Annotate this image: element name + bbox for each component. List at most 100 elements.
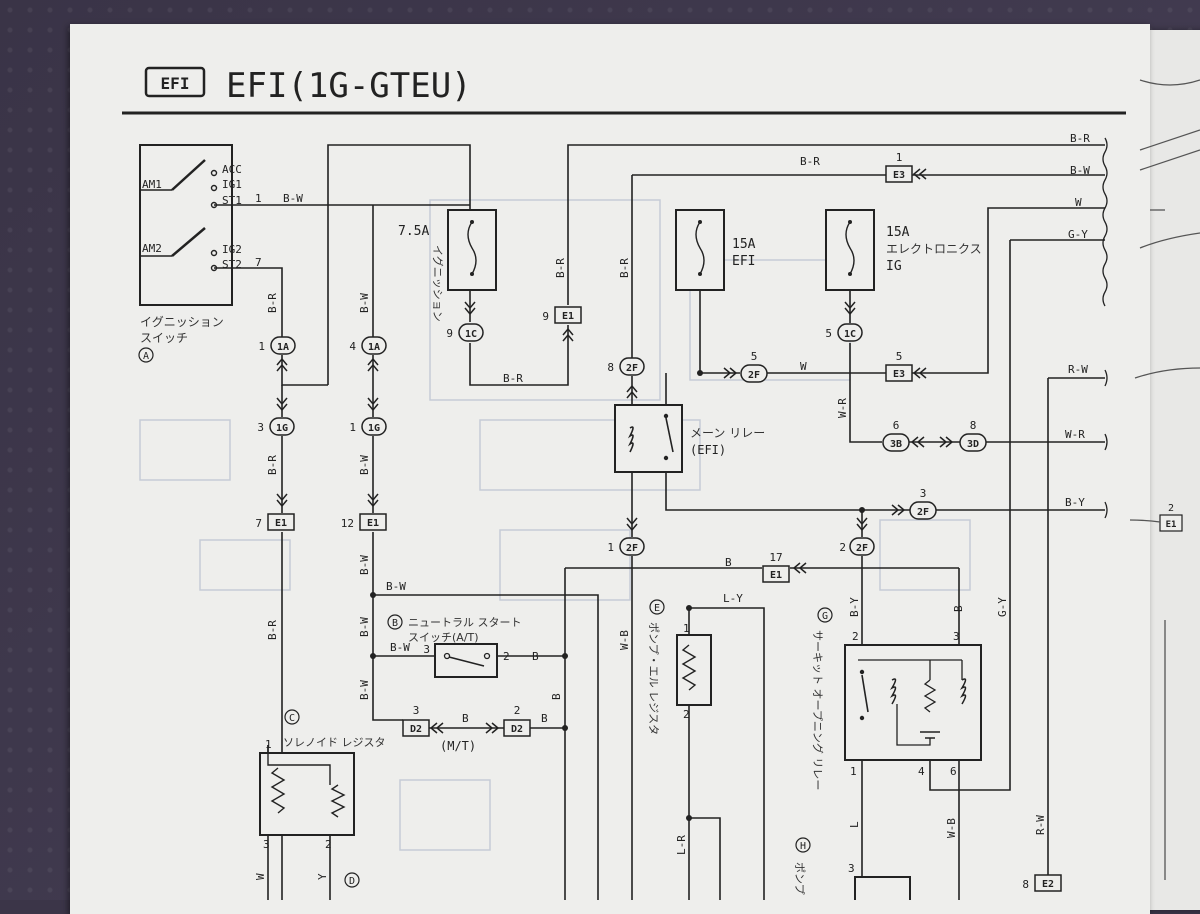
cor-pin-2: 2 bbox=[852, 630, 859, 643]
svg-text:2: 2 bbox=[1168, 503, 1174, 514]
pump-h-pin: 3 bbox=[848, 862, 855, 875]
svg-text:E3: E3 bbox=[893, 369, 905, 380]
marker-g: G bbox=[822, 611, 828, 622]
arrow-chevrons bbox=[276, 168, 954, 734]
wire-label-b-d2: B bbox=[462, 712, 469, 725]
wire-label-br-b: B-R bbox=[800, 155, 820, 168]
vlabel-wb-1: W-B bbox=[618, 630, 631, 650]
wire-label-br-c: B-R bbox=[1070, 132, 1090, 145]
svg-text:8: 8 bbox=[970, 419, 977, 432]
svg-text:2F: 2F bbox=[626, 363, 638, 374]
svg-text:3D: 3D bbox=[967, 439, 979, 450]
vlabel-br-3: B-R bbox=[266, 620, 279, 640]
marker-b: B bbox=[392, 618, 398, 629]
cor-pin-3: 3 bbox=[953, 630, 960, 643]
conn-1c-a: 1C 9 bbox=[446, 323, 484, 342]
svg-text:E3: E3 bbox=[893, 170, 905, 181]
conn-1c-b: 1C 5 bbox=[825, 323, 863, 342]
svg-text:D2: D2 bbox=[511, 724, 523, 735]
svg-text:3B: 3B bbox=[890, 439, 902, 450]
marker-c: C bbox=[289, 713, 295, 724]
term-am2: AM2 bbox=[142, 242, 162, 255]
vlabel-b-1: B bbox=[952, 605, 965, 612]
ignition-switch: AM1 ACC IG1 ST1 AM2 IG2 ST2 1 7 イグニッション … bbox=[138, 144, 262, 363]
pump-resistor: 1 2 E ポンプ・エル レジスタ bbox=[647, 599, 712, 735]
svg-text:1G: 1G bbox=[368, 423, 380, 434]
conn-1a-a: 1A 1 bbox=[258, 336, 296, 355]
svg-text:3: 3 bbox=[920, 487, 927, 500]
mt-label: (M/T) bbox=[440, 739, 476, 753]
wire-label-b-ns: B bbox=[532, 650, 539, 663]
svg-text:E1: E1 bbox=[275, 518, 287, 529]
vlabel-bw-2: B-W bbox=[358, 455, 371, 475]
svg-text:E1: E1 bbox=[562, 311, 574, 322]
cor-pin-6: 6 bbox=[950, 765, 957, 778]
wire-label-b-top: B bbox=[725, 556, 732, 569]
rect-connectors: E1 7 E1 12 E1 9 E1 17 E3 1 E3 5 bbox=[255, 151, 1183, 892]
vlabel-w: W bbox=[254, 873, 267, 880]
wire-label-bw-mid: B-W bbox=[386, 580, 406, 593]
svg-text:2F: 2F bbox=[856, 543, 868, 554]
fuse-efi-label: EFI bbox=[732, 254, 755, 269]
conn-e1-a: E1 7 bbox=[255, 513, 295, 531]
sol-pin-2: 2 bbox=[325, 838, 332, 851]
svg-text:D2: D2 bbox=[410, 724, 422, 735]
pump-res-label: ポンプ・エル レジスタ bbox=[647, 622, 660, 735]
conn-1g-a: 1G 3 bbox=[257, 417, 295, 436]
wire-label-gy: G-Y bbox=[1068, 228, 1088, 241]
term-st2: ST2 bbox=[222, 258, 242, 271]
svg-text:1G: 1G bbox=[276, 423, 288, 434]
vertical-wire-labels: B-R B-W B-R B-W B-R B-W B-W B-W B-R B-R … bbox=[254, 258, 1047, 880]
conn-1g-b: 1G 1 bbox=[349, 417, 387, 436]
wire-label-bw-c: B-W bbox=[1070, 164, 1090, 177]
circuit-opening-relay: 2 3 1 4 6 G サーキット オープニング リレー bbox=[811, 607, 982, 790]
vlabel-bw-5: B-W bbox=[358, 680, 371, 700]
svg-text:17: 17 bbox=[769, 551, 782, 564]
conn-e1-c: E1 9 bbox=[542, 306, 582, 324]
pump-h-label: ポンプ bbox=[793, 862, 806, 895]
svg-text:1A: 1A bbox=[277, 342, 289, 353]
vlabel-br-1: B-R bbox=[266, 293, 279, 313]
fuse-ignition: 7.5A イグニッション bbox=[398, 209, 497, 322]
wire-tails bbox=[1102, 137, 1108, 519]
svg-text:E2: E2 bbox=[1042, 879, 1054, 890]
header: EFI EFI(1G-GTEU) bbox=[122, 66, 1126, 115]
ignition-switch-label-2: スイッチ bbox=[140, 331, 188, 345]
term-am1: AM1 bbox=[142, 178, 162, 191]
vlabel-bw-3: B-W bbox=[358, 555, 371, 575]
wire-label-b-d2r: B bbox=[541, 712, 548, 725]
pin-st2: 7 bbox=[255, 256, 262, 269]
wire-label-bw-ns: B-W bbox=[390, 641, 410, 654]
svg-text:E1: E1 bbox=[770, 570, 782, 581]
svg-text:2: 2 bbox=[514, 704, 521, 717]
svg-text:8: 8 bbox=[1022, 878, 1029, 891]
fuse-electronics: 15A エレクトロニクス IG bbox=[825, 209, 982, 291]
marker-a: A bbox=[143, 351, 149, 362]
svg-text:2F: 2F bbox=[748, 370, 760, 381]
cor-pin-1: 1 bbox=[850, 765, 857, 778]
vlabel-y: Y bbox=[316, 873, 329, 880]
wire-label-wr: W-R bbox=[1065, 428, 1085, 441]
conn-2f-c: 2F 3 bbox=[909, 487, 937, 520]
page-title: EFI(1G-GTEU) bbox=[226, 66, 472, 106]
svg-text:3: 3 bbox=[257, 421, 264, 434]
vlabel-by: B-Y bbox=[848, 597, 861, 617]
fuse-ignition-rating: 7.5A bbox=[398, 224, 429, 239]
neutral-start-switch: 3 2 B ニュートラル スタート スイッチ(A/T) (M/T) bbox=[387, 614, 522, 753]
svg-text:1A: 1A bbox=[368, 342, 380, 353]
conn-e1-side: E1 2 bbox=[1159, 503, 1183, 532]
fuse-ignition-label: イグニッション bbox=[431, 245, 445, 322]
vlabel-lr: L-R bbox=[675, 835, 688, 855]
svg-text:E1: E1 bbox=[367, 518, 379, 529]
wires bbox=[214, 144, 1105, 900]
conn-e1-b: E1 12 bbox=[341, 513, 387, 531]
svg-text:8: 8 bbox=[607, 361, 614, 374]
term-ig2: IG2 bbox=[222, 243, 242, 256]
sol-pin-3: 3 bbox=[263, 838, 270, 851]
fuse-efi-rating: 15A bbox=[732, 237, 756, 252]
svg-text:4: 4 bbox=[349, 340, 356, 353]
svg-text:9: 9 bbox=[542, 310, 549, 323]
vlabel-br-4: B-R bbox=[554, 258, 567, 278]
marker-e: E bbox=[654, 603, 660, 614]
